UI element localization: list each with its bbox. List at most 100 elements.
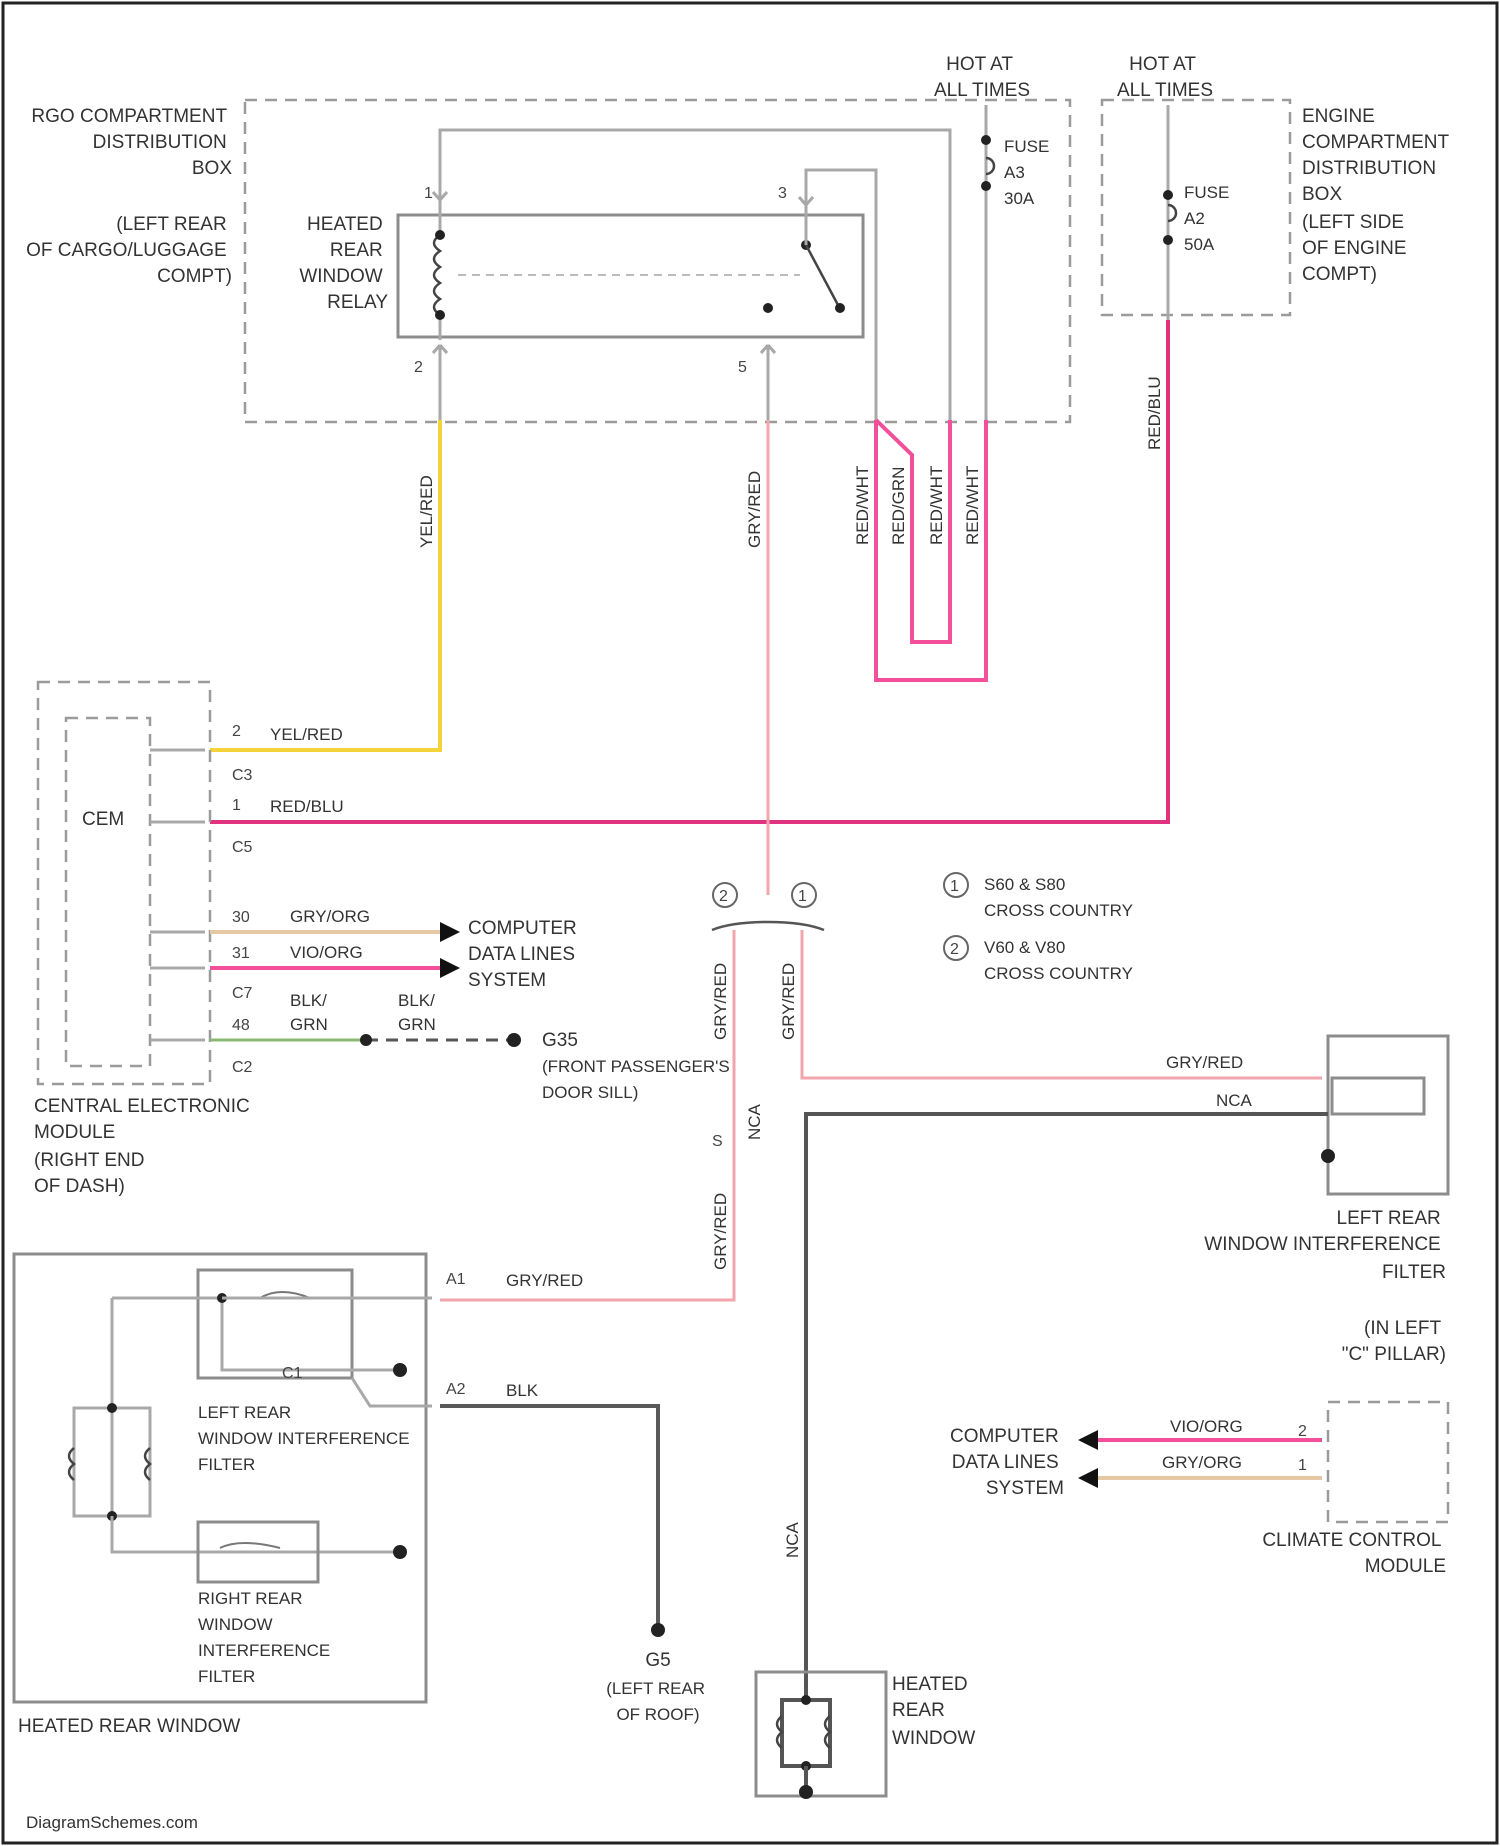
fuse-a3-dot-bottom <box>981 181 991 191</box>
splice-s-label: S <box>712 1133 723 1150</box>
cem-pin-2: 2 <box>232 723 241 740</box>
cem-wire-blk-grn-2b: GRN <box>398 1015 436 1034</box>
ground-g35-location: (FRONT PASSENGER'S DOOR SILL) <box>542 1057 735 1102</box>
relay-switch-dot-5 <box>763 303 773 313</box>
left-rear-filter-inner <box>1332 1078 1424 1114</box>
wire-label-gry-red-left: GRY/RED <box>711 963 730 1040</box>
note-num-1: 1 <box>950 878 959 895</box>
relay-switch-dot-end <box>835 303 845 313</box>
watermark: DiagramSchemes.com <box>26 1813 198 1832</box>
cem-pin-31: 31 <box>232 945 250 962</box>
cem-conn-c5: C5 <box>232 839 253 856</box>
climate-module-label: CLIMATE CONTROL MODULE <box>1262 1530 1446 1577</box>
inner-right-filter-label: RIGHT REAR WINDOW INTERFERENCE FILTER <box>198 1589 335 1686</box>
wire-label-red-wht-1: RED/WHT <box>853 466 872 545</box>
note-num-2-split: 2 <box>719 888 728 905</box>
cem-wire-blk-grn-2: BLK/ <box>398 991 435 1010</box>
fuse-a2-label: FUSE A2 50A <box>1184 183 1234 254</box>
wire-label-red-wht-3: RED/WHT <box>963 466 982 545</box>
climate-computer-data-lines: COMPUTER DATA LINES SYSTEM <box>950 1426 1064 1499</box>
cem-computer-data-lines: COMPUTER DATA LINES SYSTEM <box>468 918 582 991</box>
cargo-distribution-box-outline <box>245 100 1070 422</box>
heated-window-assembly-title: HEATED REAR WINDOW <box>18 1716 240 1737</box>
relay-pin-2: 2 <box>414 359 423 376</box>
fuse-a2-dot-top <box>1163 190 1173 200</box>
relay-coil <box>434 235 440 315</box>
relay-label: HEATED REAR WINDOW RELAY <box>299 214 388 313</box>
relay-pin-1: 1 <box>424 185 433 202</box>
heated-window-assembly-box <box>14 1254 426 1702</box>
cem-conn-c3: C3 <box>232 767 253 784</box>
climate-pin-2: 2 <box>1298 1423 1307 1440</box>
cem-wire-gry-org: GRY/ORG <box>290 907 370 926</box>
fuse-a2-dot-bottom <box>1163 235 1173 245</box>
climate-pin-1: 1 <box>1298 1457 1307 1474</box>
cem-wire-yel-red: YEL/RED <box>270 725 343 744</box>
cem-wire-blk-grn-1b: GRN <box>290 1015 328 1034</box>
cem-pin-48: 48 <box>232 1017 250 1034</box>
wire-a2-blk <box>440 1406 658 1630</box>
cargo-box-location: (LEFT REAR OF CARGO/LUGGAGE COMPT) <box>26 214 232 287</box>
wire-relay-pin3 <box>806 170 876 420</box>
cem-conn-c7: C7 <box>232 985 253 1002</box>
left-rear-filter-label: LEFT REAR WINDOW INTERFERENCE FILTER <box>1204 1208 1446 1283</box>
wire-yel-red <box>210 420 440 750</box>
wire-label-a1-gry-red: GRY/RED <box>506 1271 583 1290</box>
cem-outer-box <box>38 682 210 1084</box>
relay-dot-1 <box>435 230 445 240</box>
pin-a1: A1 <box>446 1271 466 1288</box>
ground-g5-dot <box>651 1623 665 1637</box>
wire-label-nca-small: NCA <box>745 1103 764 1140</box>
wire-label-yel-red-vertical: YEL/RED <box>417 475 436 548</box>
hot-label-engine: HOT AT ALL TIMES <box>1117 54 1213 101</box>
heated-rear-window-small-box <box>756 1672 886 1796</box>
wire-label-gry-red-left-2: GRY/RED <box>711 1193 730 1270</box>
note-num-2: 2 <box>950 941 959 958</box>
relay-pin-5: 5 <box>738 359 747 376</box>
wire-label-red-blu-vertical: RED/BLU <box>1145 376 1164 450</box>
cem-wire-vio-org: VIO/ORG <box>290 943 363 962</box>
cem-wire-blk-grn-1: BLK/ <box>290 991 327 1010</box>
wire-label-nca: NCA <box>1216 1091 1253 1110</box>
inner-c1-label: C1 <box>282 1365 303 1382</box>
wire-nca <box>806 1114 1328 1690</box>
heated-rear-window-small-label: HEATED REAR WINDOW <box>892 1674 975 1749</box>
fuse-a3-label: FUSE A3 30A <box>1004 137 1054 208</box>
note-1-text: S60 & S80 CROSS COUNTRY <box>984 875 1133 920</box>
cem-label: CEM <box>82 809 124 830</box>
ground-g35-dot <box>507 1033 521 1047</box>
ground-g5-location: (LEFT REAR OF ROOF) <box>606 1679 710 1724</box>
cargo-box-label: RGO COMPARTMENT DISTRIBUTION BOX <box>31 106 232 179</box>
wire-label-red-wht-2: RED/WHT <box>927 466 946 545</box>
wire-label-gry-red-vertical: GRY/RED <box>745 471 764 548</box>
engine-box-label: ENGINE COMPARTMENT DISTRIBUTION BOX (LEF… <box>1302 106 1454 285</box>
inner-left-filter-label: LEFT REAR WINDOW INTERFERENCE FILTER <box>198 1403 414 1474</box>
ground-g35-label: G35 <box>542 1030 578 1051</box>
climate-module-box <box>1328 1402 1448 1522</box>
pin-a2: A2 <box>446 1381 466 1398</box>
cem-inner-box <box>66 718 150 1066</box>
cem-conn-c2: C2 <box>232 1059 253 1076</box>
heated-rear-window-ground <box>799 1785 813 1799</box>
climate-wire-gry-org: GRY/ORG <box>1162 1453 1242 1472</box>
note-2-text: V60 & V80 CROSS COUNTRY <box>984 938 1133 983</box>
splice-blk-grn <box>360 1034 372 1046</box>
cem-pin-1: 1 <box>232 797 241 814</box>
inner-left-filter-ground <box>393 1363 407 1377</box>
cem-title: CENTRAL ELECTRONIC MODULE (RIGHT END OF … <box>34 1096 255 1197</box>
left-rear-filter-location: (IN LEFT "C" PILLAR) <box>1342 1318 1446 1365</box>
wire-label-red-grn: RED/GRN <box>889 467 908 545</box>
relay-dot-2 <box>435 310 445 320</box>
wire-label-gry-red-filter: GRY/RED <box>1166 1053 1243 1072</box>
fuse-a3-dot-top <box>981 135 991 145</box>
note-num-1-split: 1 <box>798 888 807 905</box>
ground-g5-label: G5 <box>645 1650 670 1671</box>
wire-label-gry-red-right: GRY/RED <box>779 963 798 1040</box>
inner-right-filter-ground <box>393 1545 407 1559</box>
wire-red-blu <box>210 320 1168 822</box>
engine-distribution-box-outline <box>1102 100 1290 315</box>
cem-pin-30: 30 <box>232 909 250 926</box>
climate-wire-vio-org: VIO/ORG <box>1170 1417 1243 1436</box>
left-rear-filter-ground <box>1321 1149 1335 1163</box>
